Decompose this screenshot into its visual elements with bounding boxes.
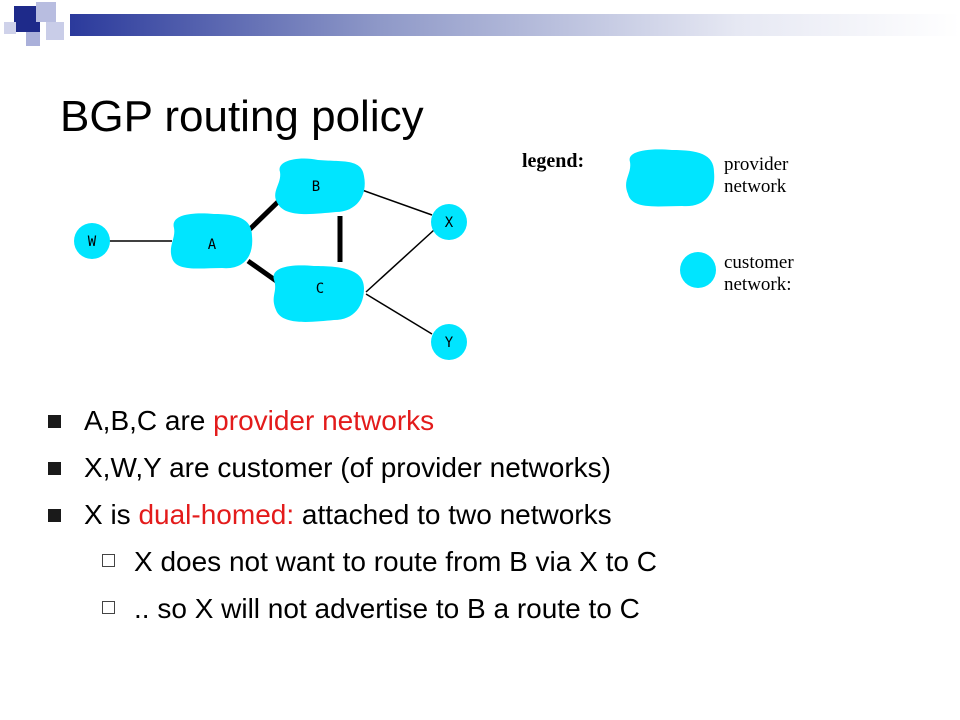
header-square-dark: [14, 6, 40, 32]
node-label-a: A: [208, 237, 217, 253]
header-bar: [70, 14, 960, 36]
bullet-text: X,W,Y are customer (of provider networks…: [84, 452, 611, 483]
provider-network-a: [170, 213, 253, 269]
bullet-text: A,B,C are: [84, 405, 214, 436]
legend-provider-line2: network: [724, 176, 787, 197]
link-c-y: [365, 293, 433, 335]
bullet-highlight: dual-homed:: [138, 499, 295, 530]
node-label-x: X: [445, 215, 454, 231]
provider-network-b: [275, 158, 365, 215]
sub-bullet-item: .. so X will not advertise to B a route …: [48, 592, 657, 625]
legend-customer-label: customer network:: [724, 252, 794, 296]
bullet-text: X is: [84, 499, 139, 530]
node-label-c: C: [316, 281, 324, 297]
header-square-light: [36, 2, 56, 22]
node-label-y: Y: [445, 335, 454, 351]
provider-network-c: [273, 265, 364, 322]
legend-provider-label: provider network: [724, 154, 788, 198]
header-square-small: [4, 22, 16, 34]
sub-bullet-text: X does not want to route from B via X to…: [134, 546, 657, 577]
square-bullet-icon: [48, 415, 61, 428]
sub-bullet-item: X does not want to route from B via X to…: [48, 545, 657, 578]
node-label-w: W: [88, 234, 97, 250]
sub-bullet-text: .. so X will not advertise to B a route …: [134, 593, 640, 624]
link-c-x: [365, 229, 435, 293]
hollow-square-bullet-icon: [102, 554, 115, 567]
customer-network-x: [431, 204, 467, 240]
bullet-text-after: attached to two networks: [294, 499, 612, 530]
legend-provider-line1: provider: [724, 154, 789, 175]
bullet-list: A,B,C are provider networks X,W,Y are cu…: [48, 404, 657, 639]
hollow-square-bullet-icon: [102, 601, 115, 614]
square-bullet-icon: [48, 509, 61, 522]
legend-customer-line2: network:: [724, 274, 792, 295]
bullet-item: A,B,C are provider networks: [48, 404, 657, 437]
header-square-light: [46, 22, 64, 40]
header-square-small: [26, 32, 40, 46]
slide-title: BGP routing policy: [60, 92, 424, 141]
link-b-x: [361, 189, 433, 216]
node-label-b: B: [312, 179, 320, 195]
customer-network-w: [74, 223, 110, 259]
bullet-highlight: provider networks: [213, 405, 435, 436]
legend-customer-shape: [680, 252, 716, 288]
legend-provider-shape: [626, 149, 715, 207]
square-bullet-icon: [48, 462, 61, 475]
legend-customer-line1: customer: [724, 252, 794, 273]
bullet-item: X,W,Y are customer (of provider networks…: [48, 451, 657, 484]
legend-title: legend:: [522, 150, 585, 172]
customer-network-y: [431, 324, 467, 360]
bullet-item: X is dual-homed: attached to two network…: [48, 498, 657, 531]
